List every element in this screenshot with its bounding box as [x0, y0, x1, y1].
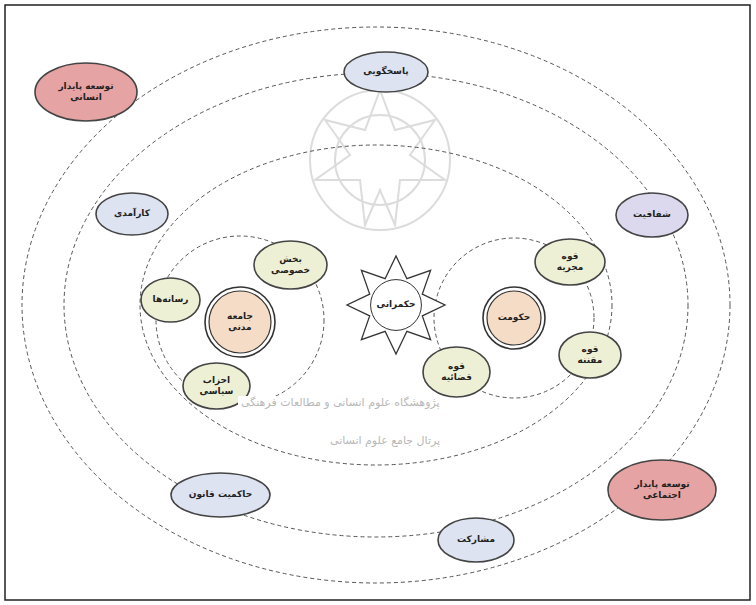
- star-node: حکمرانی: [346, 255, 446, 355]
- ellipse-node: توسعه پایدار اجتماعی: [607, 459, 717, 521]
- node-label: قوه قضائیه: [436, 361, 478, 384]
- node-label: قوه مجریه: [548, 251, 592, 274]
- ellipse-node: رسانه‌ها: [140, 277, 201, 323]
- node-label: رسانه‌ها: [153, 294, 189, 305]
- node-label: حکومت: [498, 312, 530, 323]
- ellipse-node: توسعه پایدار انسانی: [34, 62, 138, 122]
- node-label: مشارکت: [457, 534, 495, 545]
- node-label: جامعه مدنی: [218, 311, 262, 334]
- ellipse-node: قوه مقننه: [558, 331, 622, 379]
- node-label: توسعه پایدار انسانی: [53, 81, 119, 104]
- node-label: کارآمدی: [114, 208, 150, 219]
- watermark-text: پرتال جامع علوم انسانی: [327, 434, 443, 447]
- node-label: قوه مقننه: [571, 344, 609, 367]
- ellipse-node: جامعه مدنی: [204, 286, 276, 358]
- ellipse-node: مشارکت: [437, 517, 515, 563]
- node-label: احزاب سیاسی: [196, 375, 238, 398]
- ellipse-node: حاکمیت قانون: [170, 472, 271, 518]
- ellipse-node: کارآمدی: [95, 192, 169, 236]
- node-label: شفافیت: [633, 209, 671, 220]
- ellipse-node: شفافیت: [615, 192, 689, 238]
- ellipse-node: پاسخگویی: [343, 51, 429, 93]
- ellipse-node: قوه قضائیه: [422, 346, 491, 398]
- ellipse-node: بخش خصوصی: [253, 240, 328, 290]
- ellipse-node: قوه مجریه: [534, 238, 606, 286]
- node-label: پاسخگویی: [363, 66, 408, 77]
- node-label: توسعه پایدار اجتماعی: [627, 479, 697, 502]
- watermark-text: پژوهشگاه علوم انسانی و مطالعات فرهنگی: [238, 396, 443, 409]
- node-label: بخش خصوصی: [268, 254, 314, 277]
- node-label: حکمرانی: [377, 299, 416, 310]
- ellipse-node: حکومت: [482, 286, 546, 350]
- node-label: حاکمیت قانون: [189, 489, 252, 500]
